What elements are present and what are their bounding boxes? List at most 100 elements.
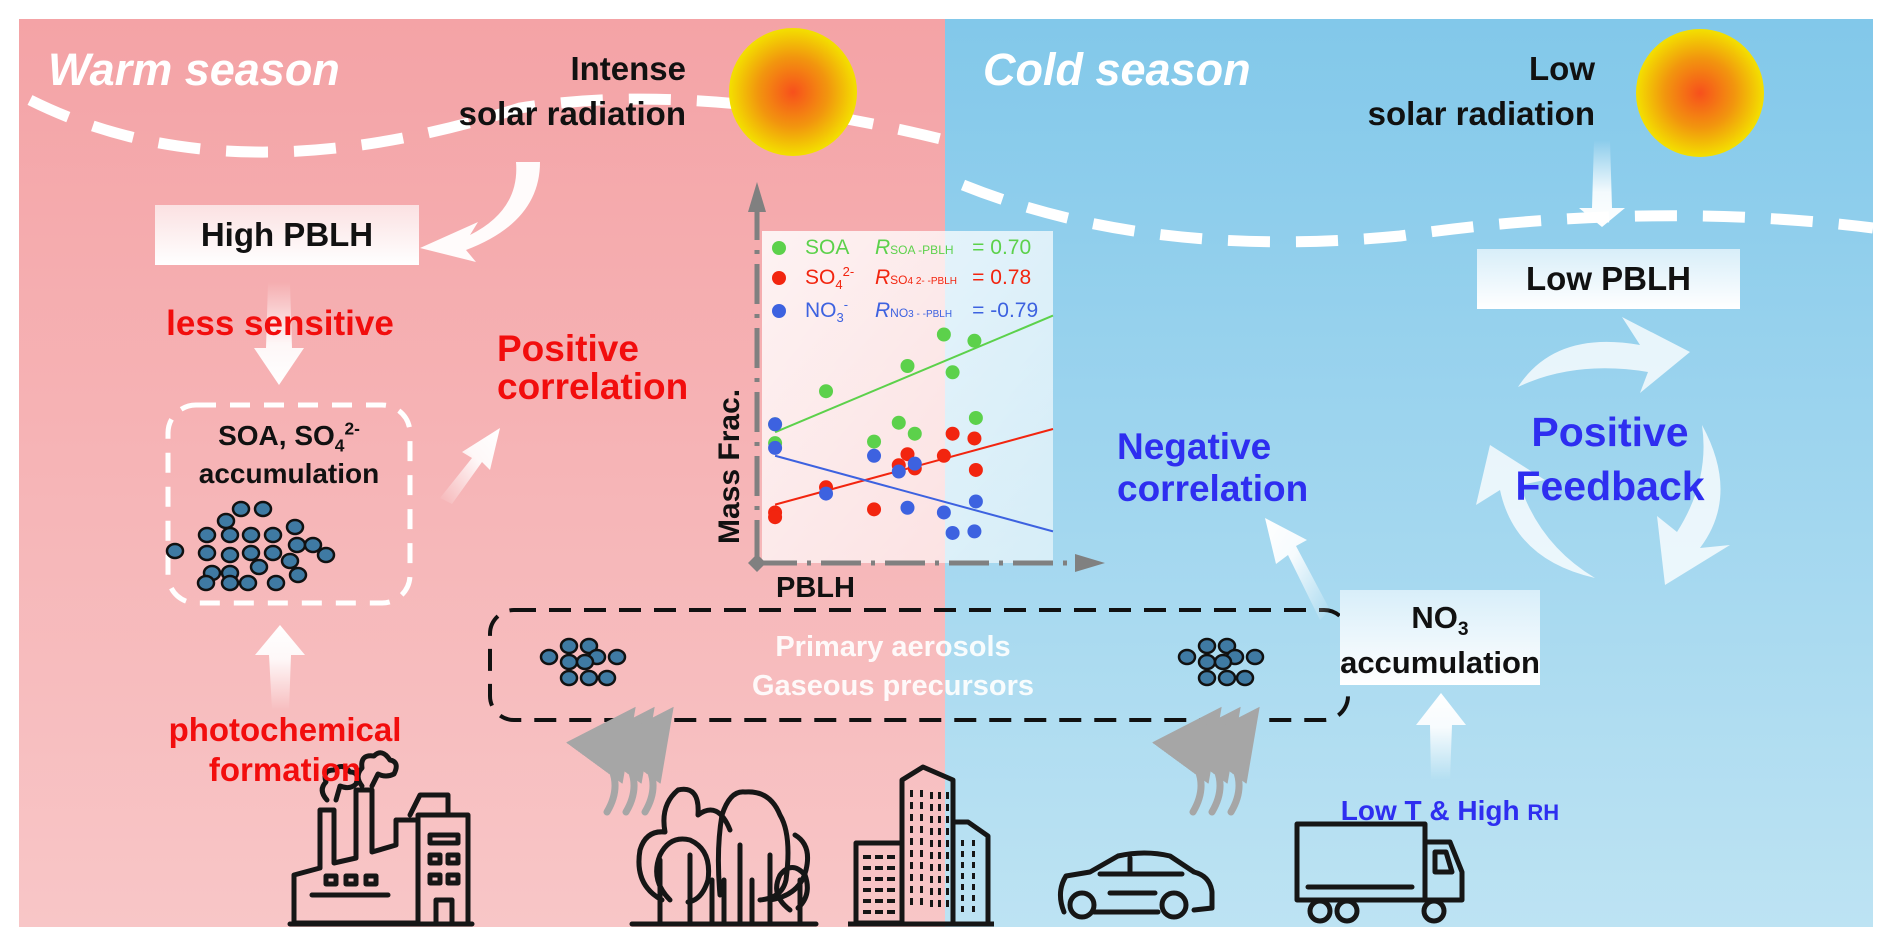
x-axis-arrowhead: [1075, 554, 1105, 572]
particle: [285, 518, 305, 536]
y-axis-arrowhead: [748, 182, 766, 212]
rh-text: RH: [1527, 800, 1560, 825]
window: [887, 888, 895, 892]
window: [938, 900, 941, 907]
legend-series-name: SO42-: [805, 265, 875, 291]
window: [946, 816, 949, 823]
particle: [559, 637, 579, 655]
fit-line-no3: [774, 454, 1054, 533]
positive-feedback-line1: Positive: [1531, 409, 1689, 455]
no3-label: NO3: [1340, 602, 1540, 639]
legend-r-value: = 0.70: [972, 236, 1032, 259]
window: [920, 838, 923, 845]
window: [972, 906, 975, 912]
window: [972, 862, 975, 868]
cycle-arrows-icon: [1476, 317, 1730, 585]
window: [930, 876, 933, 883]
window: [946, 792, 949, 799]
particle: [287, 536, 307, 554]
curved-arrow-icon: [420, 162, 540, 262]
emission-arrows-icon: [566, 706, 674, 816]
window: [946, 828, 949, 835]
particle: [1213, 653, 1233, 671]
gaseous-precursors-label: Gaseous precursors: [751, 670, 1035, 702]
fit-line-soa: [774, 314, 1054, 434]
data-point-no3: [867, 448, 882, 463]
data-point-no3: [900, 500, 915, 515]
window: [910, 874, 913, 881]
particle: [1245, 648, 1265, 666]
data-point-soa: [867, 434, 882, 449]
window: [910, 838, 913, 845]
primary-aerosols-label: Primary aerosols: [775, 631, 1011, 663]
window: [887, 877, 895, 881]
building-windows: [863, 790, 975, 914]
particle: [1197, 653, 1217, 671]
subscript: 4: [835, 277, 843, 293]
warm-solar-label-line1: Intense: [570, 50, 686, 87]
photochemical-label: photochemical: [168, 711, 402, 748]
legend-marker-no3: [772, 304, 786, 318]
particle: [263, 544, 283, 562]
particle: [263, 526, 283, 544]
scatter-plot: [748, 182, 1105, 572]
legend-marker-soa: [772, 241, 786, 255]
window: [920, 874, 923, 881]
high-pblh-label: High PBLH: [200, 216, 374, 253]
window: [972, 873, 975, 879]
particle: [196, 574, 216, 592]
window: [938, 864, 941, 871]
data-point-no3: [968, 494, 983, 509]
particle-cluster: [165, 500, 336, 592]
car-icon: [1058, 850, 1215, 920]
window: [887, 855, 895, 859]
data-point-soa: [945, 365, 960, 380]
data-point-so4-2: [936, 448, 951, 463]
legend-r-subscript-rest: 4 2- -PBLH: [907, 276, 957, 287]
legend-r-subscript: NO3 - -PBLH: [890, 307, 972, 320]
window: [930, 816, 933, 823]
particle: [559, 669, 579, 687]
window: [920, 802, 923, 809]
legend-series-text: NO: [805, 299, 837, 322]
particle: [280, 552, 300, 570]
particle-cluster: [539, 637, 627, 687]
particle: [220, 574, 240, 592]
legend-r-label: R: [875, 236, 891, 259]
legend-series-name: NO3-: [805, 298, 875, 324]
sun-icon: [1636, 29, 1764, 157]
particle: [303, 536, 323, 554]
axis-origin-diamond: [748, 554, 766, 572]
cold-solar-label-line1: Low: [1529, 50, 1595, 87]
window: [910, 850, 913, 857]
particle: [1217, 669, 1237, 687]
data-point-soa: [967, 333, 982, 348]
window: [863, 899, 871, 903]
data-point-no3: [768, 417, 783, 432]
window: [946, 876, 949, 883]
window: [930, 804, 933, 811]
high-pblh-box: [155, 205, 419, 265]
window: [938, 840, 941, 847]
window: [920, 850, 923, 857]
warm-solar-label-line2: solar radiation: [458, 95, 686, 132]
window: [875, 855, 883, 859]
data-point-so4-2: [900, 447, 915, 462]
particle: [249, 558, 269, 576]
down-arrow-icon: [254, 282, 304, 385]
secondary-accumulation-box: [165, 402, 413, 606]
window: [887, 910, 895, 914]
particle: [231, 500, 251, 518]
legend-r-value: = -0.79: [972, 299, 1039, 322]
soa-so4-text: SOA, SO: [218, 420, 335, 451]
negative-correlation-line2: correlation: [1117, 468, 1309, 509]
data-point-soa: [968, 410, 983, 425]
window: [972, 895, 975, 901]
window: [946, 888, 949, 895]
less-sensitive-label: less sensitive: [166, 304, 394, 343]
legend-r-subscript-rest: 3 - -PBLH: [908, 309, 953, 320]
cold-season-title: Cold season: [983, 44, 1251, 95]
legend-r-subscript-base: NO: [890, 306, 909, 320]
